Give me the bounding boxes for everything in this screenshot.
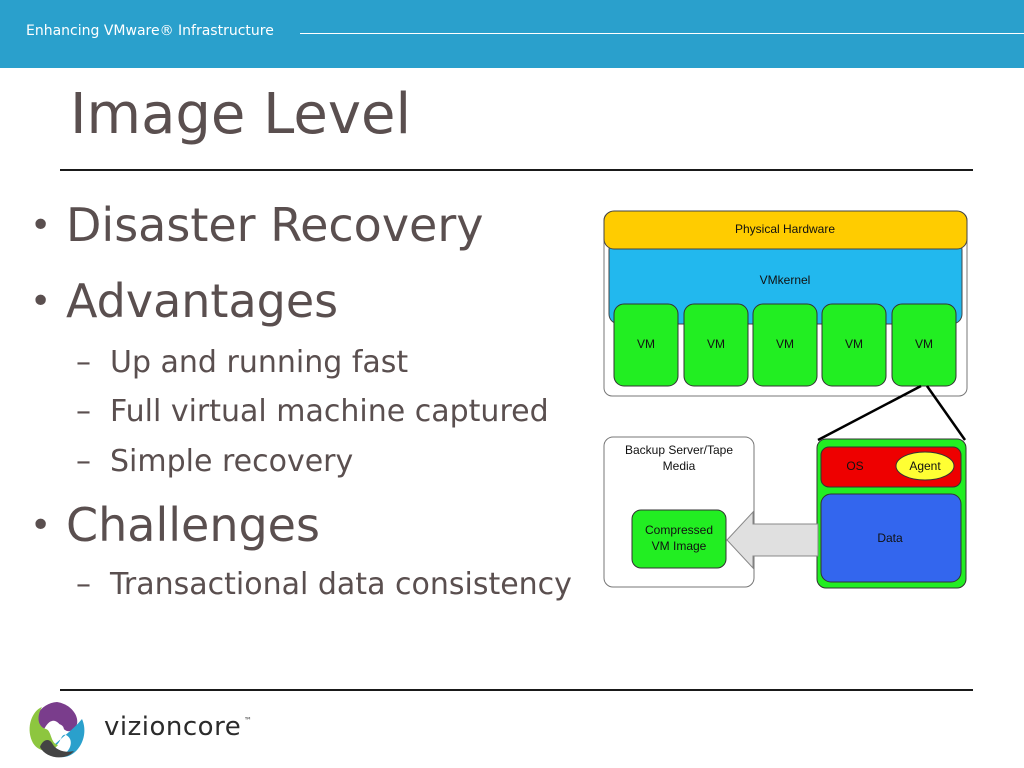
vm-label-4: VM (845, 337, 863, 351)
bullet-advantages: • Advantages (30, 276, 338, 327)
agent-oval (895, 451, 955, 481)
vizioncore-wordmark: vizioncore (104, 712, 242, 742)
vm-box-1 (613, 303, 679, 387)
bullet-text: Disaster Recovery (66, 198, 484, 252)
sub-bullet-text: Up and running fast (110, 345, 409, 380)
sub-bullet-text: Full virtual machine captured (110, 394, 549, 429)
zoom-line-left (817, 384, 922, 442)
backup-title-line1: Backup Server/Tape (625, 443, 733, 457)
sub-bullet-dash: – (76, 345, 91, 380)
vmkernel-label: VMkernel (760, 273, 811, 287)
bullet-dot: • (30, 205, 52, 246)
vm-box-4 (821, 303, 887, 387)
banner-text: Enhancing VMware® Infrastructure (26, 23, 274, 39)
sub-bullet-text: Simple recovery (110, 444, 354, 479)
data-box (820, 493, 962, 583)
bullet-dot: • (30, 505, 52, 546)
compressed-line2: VM Image (652, 539, 707, 553)
image-level-diagram: VMkernel Physical Hardware VM VM VM VM V… (603, 210, 968, 589)
footer-divider (60, 689, 973, 691)
agent-label: Agent (909, 459, 941, 473)
sub-bullet-simple-recovery: –Simple recovery (76, 445, 353, 478)
vm-label-5: VM (915, 337, 933, 351)
vm-box-5 (891, 303, 957, 387)
physical-hardware-layer (603, 210, 968, 250)
vizioncore-logo-icon (27, 700, 87, 760)
banner-line (300, 33, 1024, 34)
transfer-arrow (726, 510, 819, 570)
data-label: Data (877, 531, 903, 545)
zoom-line-right (925, 385, 967, 441)
vm-box-2 (683, 303, 749, 387)
header-banner: Enhancing VMware® Infrastructure (0, 0, 1024, 68)
vm-box-3 (752, 303, 818, 387)
bullet-disaster-recovery: • Disaster Recovery (30, 200, 483, 251)
sub-bullet-text: Transactional data consistency (110, 567, 572, 602)
vm-label-3: VM (776, 337, 794, 351)
bullet-text: Advantages (66, 274, 339, 328)
os-label: OS (846, 459, 863, 473)
sub-bullet-dash: – (76, 444, 91, 479)
slide-title: Image Level (70, 82, 412, 147)
sub-bullet-dash: – (76, 567, 91, 602)
compressed-line1: Compressed (645, 523, 713, 537)
vm-label-1: VM (637, 337, 655, 351)
sub-bullet-full-vm-captured: –Full virtual machine captured (76, 395, 549, 428)
bullet-text: Challenges (66, 498, 320, 552)
bullet-dot: • (30, 281, 52, 322)
bullet-challenges: • Challenges (30, 500, 320, 551)
vm-group: VM VM VM VM VM (613, 303, 957, 387)
sub-bullet-up-and-running: –Up and running fast (76, 346, 408, 379)
compressed-vm-image-box (631, 509, 727, 569)
sub-bullet-transactional-consistency: –Transactional data consistency (76, 568, 572, 601)
backup-title-line2: Media (663, 459, 696, 473)
physical-hardware-label: Physical Hardware (735, 222, 835, 236)
sub-bullet-dash: – (76, 394, 91, 429)
vm-label-2: VM (707, 337, 725, 351)
title-divider (60, 169, 973, 171)
trademark-symbol: ™ (244, 716, 252, 725)
